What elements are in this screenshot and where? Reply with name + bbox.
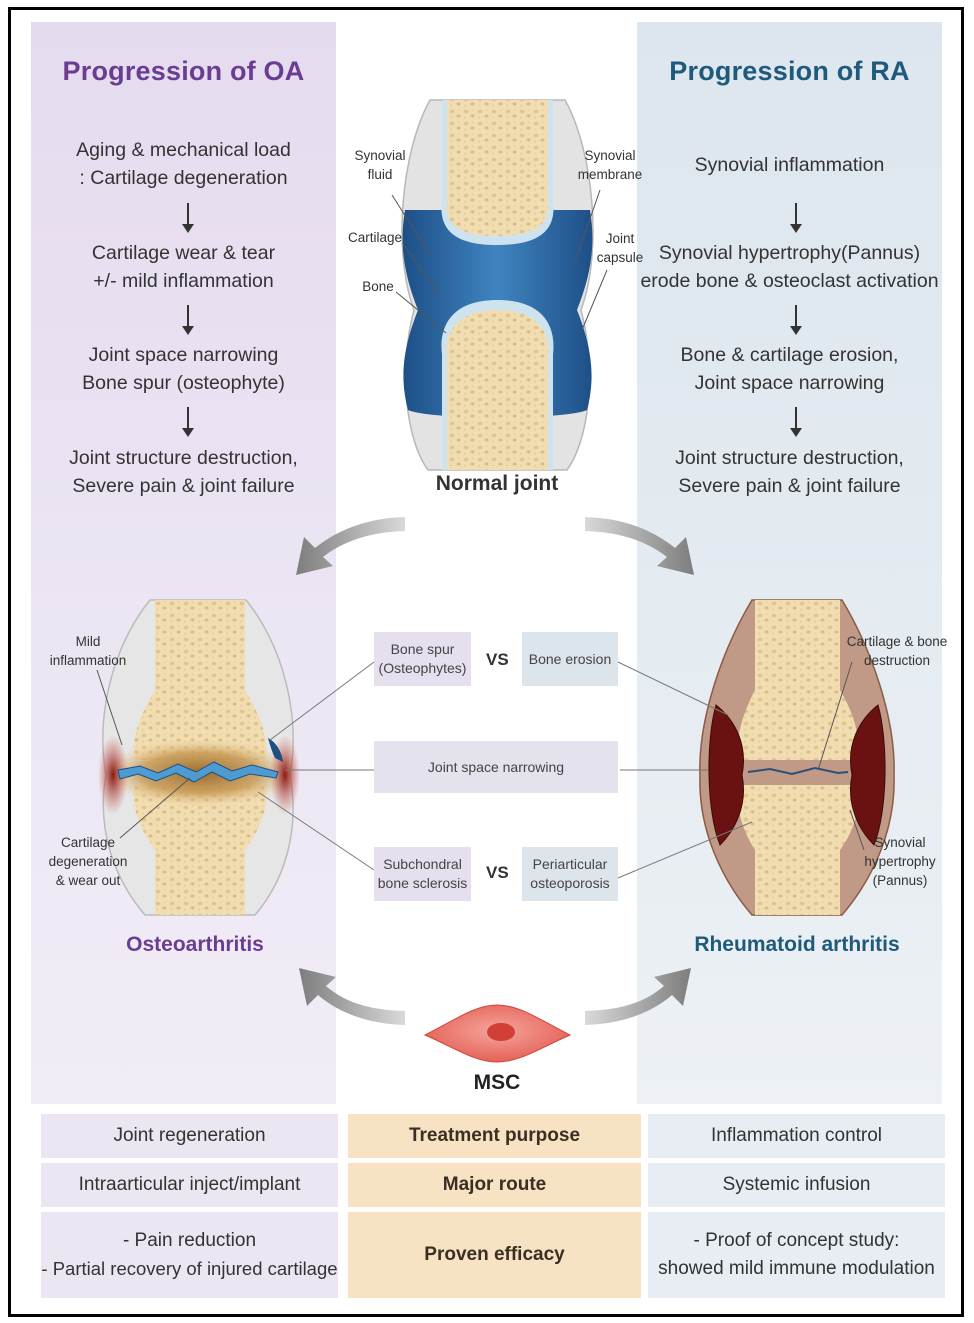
ra-treatment-purpose-cell: Inflammation control [648, 1114, 945, 1158]
oa-step-4: Joint structure destruction, Severe pain… [31, 444, 336, 500]
ra-step-3: Bone & cartilage erosion, Joint space na… [637, 341, 942, 397]
ra-major-route-cell: Systemic infusion [648, 1163, 945, 1207]
synovial-membrane-label: Synovial membrane [577, 146, 643, 184]
oa-proven-efficacy-line2: - Partial recovery of injured cartilage [41, 1255, 337, 1283]
bone-spur-box-line1: Bone spur [391, 640, 455, 659]
cartilage-degeneration-label-line3: & wear out [44, 871, 132, 890]
bone-label: Bone [358, 277, 398, 296]
msc-label: MSC [447, 1071, 547, 1095]
cartilage-label: Cartilage [344, 228, 406, 247]
cartilage-bone-destruction-label-line1: Cartilage & bone [842, 632, 952, 651]
cartilage-degeneration-label-line1: Cartilage [44, 833, 132, 852]
oa-down-arrow-icon [187, 305, 189, 327]
treatment-purpose-header: Treatment purpose [348, 1114, 641, 1158]
joint-space-narrowing-box: Joint space narrowing [374, 741, 618, 793]
ra-step-2-line2: erode bone & osteoclast activation [637, 267, 942, 295]
oa-step-2-line1: Cartilage wear & tear [31, 239, 336, 267]
synovial-hypertrophy-label-line2: hypertrophy [860, 852, 940, 871]
ra-step-2: Synovial hypertrophy(Pannus) erode bone … [637, 239, 942, 295]
bone-erosion-box: Bone erosion [522, 632, 618, 686]
joint-capsule-label-line2: capsule [594, 248, 646, 267]
ra-step-1: Synovial inflammation [637, 151, 942, 179]
oa-down-arrow-icon [187, 407, 189, 429]
ra-step-3-line2: Joint space narrowing [637, 369, 942, 397]
vs-label: VS [486, 650, 509, 670]
bone-spur-box-line2: (Osteophytes) [379, 659, 467, 678]
oa-caption: Osteoarthritis [80, 933, 310, 957]
joint-capsule-label-line1: Joint [594, 229, 646, 248]
bone-spur-box: Bone spur (Osteophytes) [374, 632, 471, 686]
ra-down-arrow-icon [795, 407, 797, 429]
oa-step-3-line2: Bone spur (osteophyte) [31, 369, 336, 397]
ra-step-4-line2: Severe pain & joint failure [637, 472, 942, 500]
mild-inflammation-label: Mild inflammation [46, 632, 130, 670]
oa-step-1-line1: Aging & mechanical load [31, 136, 336, 164]
ra-caption: Rheumatoid arthritis [672, 933, 922, 957]
subchondral-sclerosis-box-line1: Subchondral [383, 855, 462, 874]
subchondral-sclerosis-box: Subchondral bone sclerosis [374, 847, 471, 901]
oa-title: Progression of OA [31, 56, 336, 87]
ra-proven-efficacy-line2: showed mild immune modulation [658, 1255, 935, 1283]
ra-down-arrow-icon [795, 305, 797, 327]
oa-step-1-line2: : Cartilage degeneration [31, 164, 336, 192]
cartilage-degeneration-label-line2: degeneration [44, 852, 132, 871]
ra-step-1-line1: Synovial inflammation [637, 151, 942, 179]
synovial-fluid-label: Synovial fluid [350, 146, 410, 184]
mild-inflammation-label-line2: inflammation [46, 651, 130, 670]
oa-step-4-line2: Severe pain & joint failure [31, 472, 336, 500]
oa-step-2: Cartilage wear & tear +/- mild inflammat… [31, 239, 336, 295]
synovial-fluid-label-line1: Synovial [350, 146, 410, 165]
periarticular-osteoporosis-box-line2: osteoporosis [530, 874, 609, 893]
ra-title: Progression of RA [637, 56, 942, 87]
oa-proven-efficacy-cell: - Pain reduction - Partial recovery of i… [41, 1212, 338, 1298]
oa-step-3-line1: Joint space narrowing [31, 341, 336, 369]
oa-step-2-line2: +/- mild inflammation [31, 267, 336, 295]
proven-efficacy-header: Proven efficacy [348, 1212, 641, 1298]
subchondral-sclerosis-box-line2: bone sclerosis [378, 874, 468, 893]
oa-down-arrow-icon [187, 203, 189, 225]
major-route-header: Major route [348, 1163, 641, 1207]
ra-step-3-line1: Bone & cartilage erosion, [637, 341, 942, 369]
oa-step-3: Joint space narrowing Bone spur (osteoph… [31, 341, 336, 397]
ra-step-2-line1: Synovial hypertrophy(Pannus) [637, 239, 942, 267]
mild-inflammation-label-line1: Mild [46, 632, 130, 651]
synovial-hypertrophy-label: Synovial hypertrophy (Pannus) [860, 833, 940, 890]
periarticular-osteoporosis-box: Periarticular osteoporosis [522, 847, 618, 901]
vs-label: VS [486, 863, 509, 883]
periarticular-osteoporosis-box-line1: Periarticular [533, 855, 608, 874]
msc-cell-illustration [425, 1005, 570, 1062]
cartilage-bone-destruction-label: Cartilage & bone destruction [842, 632, 952, 670]
oa-step-1: Aging & mechanical load : Cartilage dege… [31, 136, 336, 192]
ra-down-arrow-icon [795, 203, 797, 225]
ra-proven-efficacy-line1: - Proof of concept study: [694, 1227, 900, 1255]
oa-treatment-purpose-cell: Joint regeneration [41, 1114, 338, 1158]
synovial-hypertrophy-label-line3: (Pannus) [860, 871, 940, 890]
oa-proven-efficacy-line1: - Pain reduction [123, 1227, 256, 1255]
normal-joint-illustration [392, 100, 607, 470]
normal-joint-caption: Normal joint [397, 472, 597, 496]
oa-major-route-cell: Intraarticular inject/implant [41, 1163, 338, 1207]
ra-proven-efficacy-cell: - Proof of concept study: showed mild im… [648, 1212, 945, 1298]
ra-step-4-line1: Joint structure destruction, [637, 444, 942, 472]
oa-step-4-line1: Joint structure destruction, [31, 444, 336, 472]
ra-step-4: Joint structure destruction, Severe pain… [637, 444, 942, 500]
cartilage-bone-destruction-label-line2: destruction [842, 651, 952, 670]
synovial-fluid-label-line2: fluid [350, 165, 410, 184]
synovial-membrane-label-line2: membrane [577, 165, 643, 184]
joint-capsule-label: Joint capsule [594, 229, 646, 267]
cartilage-degeneration-label: Cartilage degeneration & wear out [44, 833, 132, 890]
synovial-hypertrophy-label-line1: Synovial [860, 833, 940, 852]
synovial-membrane-label-line1: Synovial [577, 146, 643, 165]
